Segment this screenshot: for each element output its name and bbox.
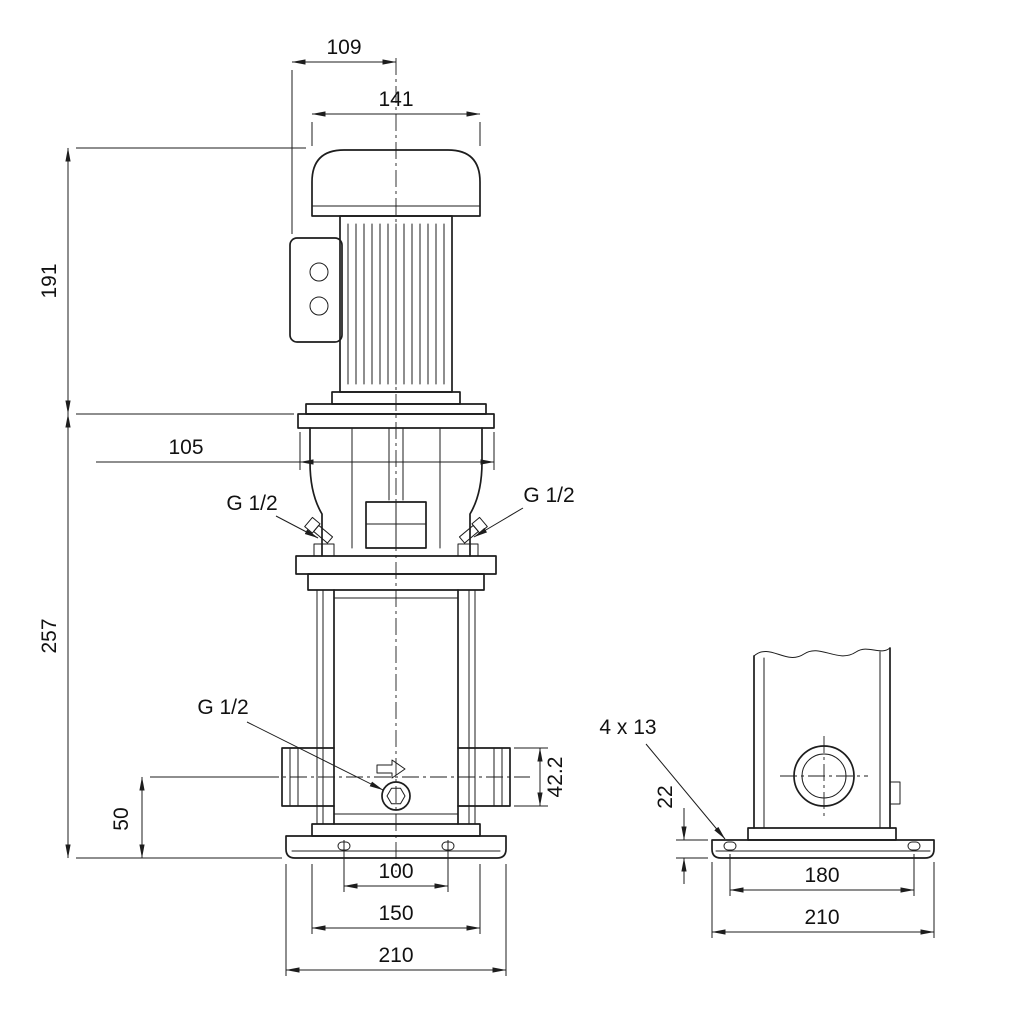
g-half-right-label: G 1/2 bbox=[523, 484, 574, 507]
suction-port-left bbox=[281, 747, 335, 807]
motor bbox=[289, 149, 481, 393]
dim-50: 50 bbox=[110, 776, 262, 859]
plug-boss-left bbox=[313, 543, 335, 557]
front-view: 109 141 191 257 105 bbox=[38, 36, 575, 976]
dim-109-label: 109 bbox=[326, 36, 361, 59]
centerlines bbox=[262, 58, 530, 872]
dim-42-2-label: 42.2 bbox=[544, 757, 567, 798]
dim-150: 150 bbox=[311, 864, 481, 934]
bolt-hole-label: 4 x 13 bbox=[599, 716, 656, 739]
front-dimensions: 109 141 191 257 105 bbox=[38, 36, 575, 976]
dim-42-2: 42.2 bbox=[514, 747, 567, 807]
dim-210-front-label: 210 bbox=[378, 944, 413, 967]
sleeve bbox=[333, 589, 459, 825]
fan-cover-outline bbox=[311, 149, 481, 217]
dim-191: 191 bbox=[38, 147, 306, 415]
dim-191-label: 191 bbox=[38, 263, 61, 298]
port-circle-inner bbox=[801, 753, 847, 799]
dim-257: 257 bbox=[38, 413, 282, 859]
dim-105-label: 105 bbox=[168, 436, 203, 459]
port-outline bbox=[457, 747, 511, 807]
break-line bbox=[753, 647, 891, 658]
discharge-port-right bbox=[457, 747, 511, 807]
cable-gland-bottom bbox=[309, 296, 329, 316]
side-base bbox=[711, 827, 935, 859]
port-outline bbox=[281, 747, 335, 807]
flow-arrow-icon bbox=[376, 759, 406, 779]
drain-plug-hex bbox=[386, 787, 406, 805]
sleeve-inner bbox=[763, 651, 881, 829]
side-view: 4 x 13 22 180 210 bbox=[599, 647, 935, 938]
port-circle-outer bbox=[793, 745, 855, 807]
plug-label-right: G 1/2 bbox=[473, 484, 575, 538]
dim-105: 105 bbox=[96, 432, 495, 470]
stool-window-edges bbox=[351, 427, 441, 549]
side-sleeve bbox=[753, 647, 901, 829]
dim-141-label: 141 bbox=[378, 88, 413, 111]
dim-100-label: 100 bbox=[378, 860, 413, 883]
sleeve-outer bbox=[753, 647, 891, 829]
vent-plug-left bbox=[304, 516, 334, 544]
dim-22-label: 22 bbox=[654, 785, 677, 808]
drain-label: G 1/2 bbox=[197, 696, 384, 791]
port-flange-lines bbox=[493, 747, 503, 807]
dim-50-label: 50 bbox=[110, 807, 133, 830]
drain-plug-circle bbox=[381, 781, 411, 811]
dim-22: 22 bbox=[654, 785, 708, 884]
terminal-box bbox=[289, 237, 343, 343]
dim-210-side: 210 bbox=[711, 862, 935, 938]
port-flange-lines bbox=[289, 747, 299, 807]
base-foot bbox=[285, 835, 507, 859]
chamber-stack bbox=[316, 589, 476, 825]
dim-100: 100 bbox=[343, 840, 449, 892]
stool-top-plate bbox=[297, 413, 495, 429]
drain-plug bbox=[376, 759, 411, 811]
side-foot bbox=[711, 839, 935, 859]
bolt-hole-note: 4 x 13 bbox=[599, 716, 726, 840]
head-flange-lower bbox=[307, 573, 485, 591]
tie-rods bbox=[316, 589, 476, 825]
dim-210-front: 210 bbox=[285, 864, 507, 976]
dim-150-label: 150 bbox=[378, 902, 413, 925]
g-half-left-label: G 1/2 bbox=[226, 492, 277, 515]
motor-fins bbox=[347, 223, 445, 385]
dim-109: 109 bbox=[291, 36, 397, 234]
side-bolt-slot-right bbox=[907, 841, 921, 851]
sleeve-rings bbox=[333, 597, 459, 815]
dim-257-label: 257 bbox=[38, 618, 61, 653]
side-bolt-slot-left bbox=[723, 841, 737, 851]
dim-180-label: 180 bbox=[804, 864, 839, 887]
side-dimensions: 4 x 13 22 180 210 bbox=[599, 716, 935, 938]
plug-label-left: G 1/2 bbox=[226, 492, 319, 539]
cable-gland-top bbox=[309, 262, 329, 282]
side-pedestal bbox=[747, 827, 897, 841]
dim-210-side-label: 210 bbox=[804, 906, 839, 929]
plug-boss-right bbox=[457, 543, 479, 557]
dim-141: 141 bbox=[311, 88, 481, 146]
side-clamp bbox=[889, 781, 901, 805]
dim-180: 180 bbox=[729, 854, 915, 896]
vent-plug-right bbox=[458, 516, 488, 544]
coupling-detail bbox=[365, 501, 427, 549]
pump-head bbox=[295, 555, 497, 591]
base bbox=[285, 823, 507, 859]
g-half-drain-label: G 1/2 bbox=[197, 696, 248, 719]
